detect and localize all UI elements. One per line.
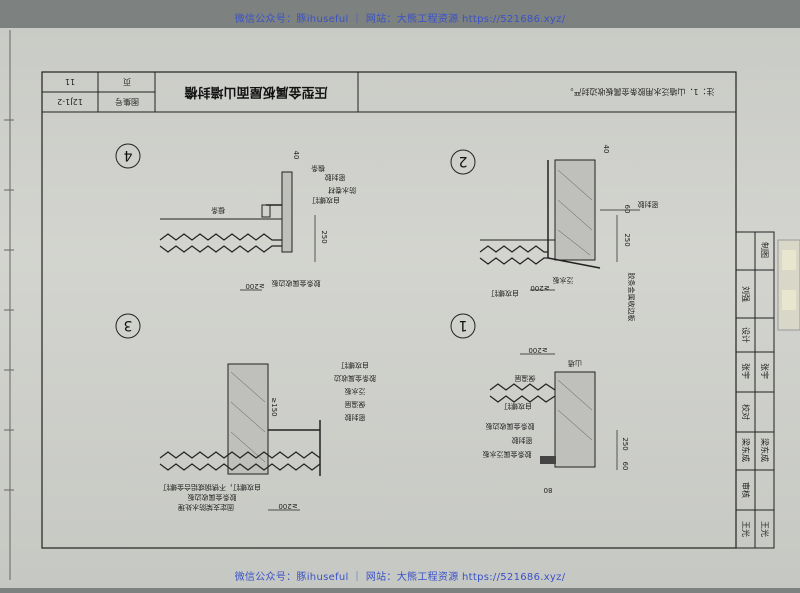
detail-2-label-1: 自攻螺钉 [491, 289, 519, 298]
approval-block [735, 231, 775, 549]
detail-4-dim-40: 40 [292, 151, 300, 160]
title-block [41, 71, 737, 113]
watermark-top: 微信公众号：豚ihuseful ｜ 网站：大熊工程资源 https://5216… [234, 14, 566, 25]
approval-shenhe-label: 审核 [741, 482, 751, 498]
detail-3-label-3: 密封胶 [345, 413, 366, 422]
approval-jiaodui-name: 梁东成 [760, 438, 770, 462]
detail-4-number: 4 [123, 147, 132, 163]
detail-4: 4 ≥200 250 40 胶条金属收边板 密封胶 自攻螺钉 檐条 防水卷材 檩… [115, 143, 356, 291]
detail-3-dim-200: ≥200 [278, 502, 297, 510]
drawing-note: 注：1．山墙泛水用胶条金属板收边封严。 [565, 87, 714, 97]
detail-2-dim-250: 250 [623, 233, 631, 246]
page-label: 页 [123, 77, 131, 86]
detail-2-label-3: 泛水板 [553, 276, 574, 285]
detail-1-dim-80: 80 [544, 486, 553, 494]
detail-3-number: 3 [124, 317, 133, 333]
atlas-number: 12J1-2 [57, 97, 83, 106]
detail-1-number: 1 [459, 317, 468, 333]
drawing-title: 压型金属板屋面山墙封檐 [184, 84, 327, 100]
approval-shenhe-name: 王光 [760, 521, 770, 537]
detail-2-number: 2 [459, 153, 468, 169]
detail-2-label-2: 密封胶 [638, 200, 659, 209]
approval-shenhe-sign: 王光 [741, 521, 751, 537]
detail-1-label-0: 胶条金属收边板 [486, 422, 535, 431]
atlas-label: 图集号 [115, 97, 139, 107]
detail-1-label-2: 密封胶 [512, 436, 533, 445]
watermark-bottom: 微信公众号：豚ihuseful ｜ 网站：大熊工程资源 https://5216… [234, 572, 566, 583]
detail-1: 1 ≥200 250 60 80 胶条金属收边板 自攻螺钉 密封胶 胶条金属泛水… [450, 313, 629, 494]
detail-2-dim-200: ≥200 [530, 284, 549, 292]
detail-3-label-1: 胶条金属收边板 [188, 493, 237, 502]
detail-3-label-0: 自攻螺钉，不锈钢或铝合金螺钉 [163, 483, 261, 492]
detail-1-dim-60: 60 [621, 462, 629, 471]
detail-3-label-2: 固定支架防水处理 [178, 503, 234, 512]
detail-4-label-3: 檐条 [311, 164, 325, 173]
detail-1-label-5: 山墙 [568, 359, 582, 368]
detail-2-dim-40: 40 [602, 145, 610, 154]
approval-jiaodui-label: 校对 [741, 404, 751, 420]
detail-4-label-1: 密封胶 [325, 173, 346, 182]
detail-4-label-4: 防水卷材 [328, 186, 356, 195]
binding-strip [4, 30, 14, 580]
detail-2-label-0: 胶条金属收边板 [627, 273, 636, 322]
detail-4-label-5: 檩条 [211, 206, 225, 215]
detail-1-label-4: 保温层 [515, 374, 536, 383]
approval-sheji-name: 张宇 [760, 363, 770, 379]
approval-sheji-sign: 张宇 [741, 363, 751, 379]
page-tabs [777, 239, 800, 331]
detail-4-label-2: 自攻螺钉 [312, 196, 340, 205]
detail-1-label-3: 胶条金属泛水板 [483, 450, 532, 459]
detail-3-dim-150: ≥150 [270, 397, 278, 416]
approval-zhitu-label: 制图 [760, 242, 770, 258]
approval-zhitu-sign: 刘强 [741, 286, 751, 302]
approval-jiaodui-sign: 梁东成 [741, 438, 751, 462]
drawing-sheet [0, 28, 800, 588]
detail-4-label-0: 胶条金属收边板 [272, 279, 321, 288]
detail-3: 3 ≥200 ≥150 自攻螺钉，不锈钢或铝合金螺钉 胶条金属收边板 固定支架防… [115, 313, 376, 512]
detail-3-label-4: 保温层 [345, 400, 366, 409]
detail-2: 2 ≥200 250 60 40 胶条金属收边板 自攻螺钉 密封胶 泛水板 [450, 145, 659, 322]
detail-4-dim-250: 250 [320, 230, 328, 243]
detail-3-label-5: 泛水板 [345, 387, 366, 396]
detail-4-dim-200: ≥200 [245, 282, 264, 290]
detail-1-dim-200: ≥200 [528, 346, 547, 354]
detail-1-label-1: 自攻螺钉 [504, 402, 532, 411]
detail-1-dim-250: 250 [621, 437, 629, 450]
page-number: 11 [65, 77, 75, 86]
approval-sheji-label: 设计 [741, 327, 751, 343]
detail-3-label-7: 自攻螺钉 [341, 361, 369, 370]
detail-2-dim-60: 60 [623, 205, 631, 214]
detail-3-label-6: 胶条金属收边 [334, 374, 376, 383]
